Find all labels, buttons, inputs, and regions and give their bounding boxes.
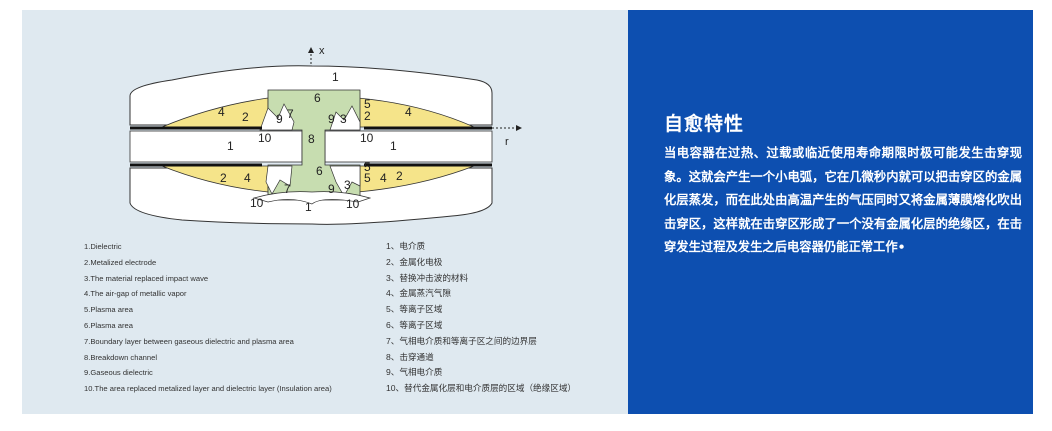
legend-en-item: 8.Breakdown channel	[84, 352, 158, 362]
label-1-top: 1	[332, 70, 339, 84]
legend-zh-item: 10、替代金属化层和电介质层的区域（绝缘区域）	[386, 383, 577, 394]
label-8-center: 8	[308, 132, 315, 146]
label-1-bottom: 1	[305, 200, 312, 214]
feature-description: 当电容器在过热、过载或临近使用寿命期限时极可能发生击穿现象。这就会产生一个小电弧…	[664, 145, 1022, 255]
gas-wedge-lower-right	[329, 165, 361, 197]
inner-dielectric-left	[129, 130, 303, 163]
label-2-ll: 2	[220, 171, 227, 185]
label-5-mr: 5	[364, 160, 371, 174]
label-5-lr: 5	[364, 171, 371, 185]
legend-en-item: 1.Dielectric	[84, 242, 122, 251]
label-9-lr: 9	[328, 182, 335, 196]
label-4-ur: 4	[405, 105, 412, 119]
vapor-gap-lower-right	[357, 165, 475, 193]
legend-zh-item: 7、气相电介质和等离子区之间的边界层	[386, 335, 537, 346]
legend-zh-item: 9、气相电介质	[386, 367, 443, 378]
legend-en-item: 4.The air-gap of metallic vapor	[84, 289, 187, 299]
label-4-ul: 4	[218, 105, 225, 119]
legend-zh-item: 8、击穿通道	[386, 351, 434, 362]
legend-en-item: 3.The material replaced impact wave	[84, 273, 209, 283]
label-10-br: 10	[346, 197, 360, 211]
label-3-lr: 3	[344, 178, 351, 192]
r-axis-label: r	[505, 136, 509, 148]
legend-en-item: 6.Plasma area	[84, 320, 133, 330]
label-2-lr: 2	[396, 169, 403, 183]
self-healing-diagram: x r	[129, 45, 522, 225]
legend-zh-item: 5、等离子区域	[386, 304, 443, 315]
gas-wedge-upper-right	[329, 105, 361, 131]
label-10-mr: 10	[360, 131, 374, 145]
insulation-bottom	[252, 191, 372, 205]
x-axis-label: x	[319, 45, 325, 57]
legend-en-item: 2.Metalized electrode	[84, 257, 157, 267]
label-7-ll: 7	[284, 182, 291, 196]
label-4-lr: 4	[380, 171, 387, 185]
label-4-ll: 4	[244, 171, 251, 185]
feature-panel: 自愈特性 当电容器在过热、过载或临近使用寿命期限时极可能发生击穿现象。这就会产生…	[628, 10, 1033, 414]
label-6-bottom: 6	[316, 164, 323, 178]
label-7-ul: 7	[287, 107, 294, 121]
legend-zh-item: 4、金属蒸汽气隙	[386, 288, 451, 299]
label-1-mr: 1	[390, 139, 397, 153]
label-1-ml: 1	[227, 139, 234, 153]
label-2-ul: 2	[242, 110, 249, 124]
diagram-number-labels: 1 4 2 9 7 6 9 3 5 2 4 10 1 8 10 5 1 6 2 …	[218, 70, 412, 214]
label-10-ml: 10	[258, 131, 272, 145]
gas-wedge-lower-left	[265, 165, 293, 195]
label-9-ul: 9	[276, 112, 283, 126]
diagram-panel: x r	[22, 10, 628, 414]
legend-en-item: 7.Boundary layer between gaseous dielect…	[84, 336, 294, 346]
label-6-top: 6	[314, 91, 321, 105]
legend-en-item: 9.Gaseous dielectric	[84, 368, 153, 378]
legend-en-item: 10.The area replaced metalized layer and…	[84, 384, 332, 394]
label-10-bl: 10	[250, 196, 264, 210]
legend-zh-item: 2、金属化电极	[386, 256, 443, 267]
label-3-ur: 3	[340, 112, 347, 126]
legend-english: 1.Dielectric 2.Metalized electrode 3.The…	[84, 239, 332, 397]
feature-title: 自愈特性	[664, 113, 745, 135]
inner-dielectric-right	[324, 130, 493, 163]
label-2-ur: 2	[364, 109, 371, 123]
legend-chinese: 1、电介质 2、金属化电极 3、替换冲击波的材料 4、金属蒸汽气隙 5、等离子区…	[386, 239, 576, 397]
label-5-ur: 5	[364, 97, 371, 111]
legend-zh-item: 1、电介质	[386, 241, 426, 251]
legend-zh-item: 3、替换冲击波的材料	[386, 272, 469, 283]
gas-wedge-upper-left	[259, 103, 295, 131]
legend-zh-item: 6、等离子区域	[386, 319, 443, 330]
legend-en-item: 5.Plasma area	[84, 305, 133, 315]
label-9-ur: 9	[328, 112, 335, 126]
